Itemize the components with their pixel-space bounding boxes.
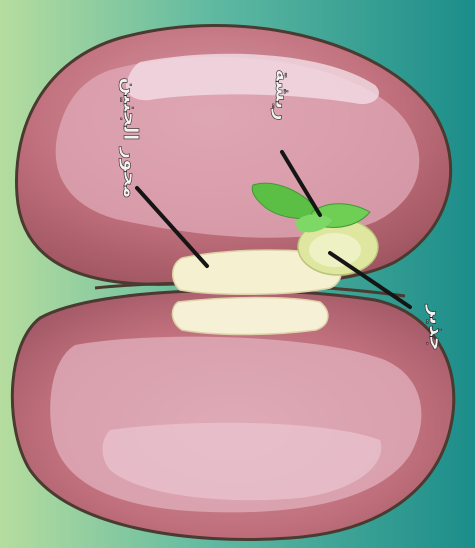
radicle-tip-inner [309, 233, 361, 267]
label-plumule: ﺭﻳﺸﺔ [271, 69, 295, 121]
label-embryo-axis: ﻣﺤﻮﺭ ﺍﻟﺠﻨﻴﻦ [119, 78, 143, 199]
label-radicle: ﺟﺬﻳﺮ [425, 304, 449, 351]
embryo-axis-lower [172, 298, 327, 335]
